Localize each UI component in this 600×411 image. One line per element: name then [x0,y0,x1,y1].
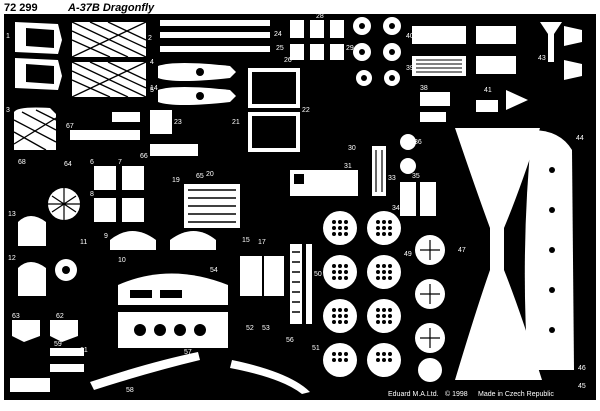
part-label: 17 [258,239,266,246]
part-label: 4 [150,59,154,66]
part-label: 59 [54,341,62,348]
part-label: 25 [276,45,284,52]
left-round-parts [18,188,80,296]
part-label: 62 [56,313,64,320]
part-label: 42 [574,35,582,42]
part-1-pair [15,22,62,90]
part-label: 12 [8,255,16,262]
part-label: 33 [388,175,396,182]
part-label: 9 [104,233,108,240]
part-label: 22 [302,107,310,114]
bottom-left-tabs [10,320,78,392]
part-label: 14 [150,85,158,92]
part-label: 56 [286,337,294,344]
misc-mid-parts [70,92,498,174]
instrument-panel [118,273,228,348]
part-label: 52 [246,325,254,332]
part-label: 41 [484,87,492,94]
seat-parts [94,166,216,250]
catalog-number: 72 299 [4,2,38,14]
curved-strips [50,348,310,394]
part-label: 23 [174,119,182,126]
instrument-strips [412,26,516,76]
strip-parts [160,20,270,52]
part-label: 24 [274,31,282,38]
part-label: 55 [216,325,224,332]
part-label: 46 [578,365,586,372]
part-label: 30 [348,145,356,152]
part-label: 54 [210,267,218,274]
grille-parts [372,146,436,216]
vertical-bars [240,244,312,324]
part-label: 34 [392,205,400,212]
part-label: 39 [406,65,414,72]
part-label: 36 [414,139,422,146]
part-label: 45 [578,383,586,390]
panel-frames [248,68,300,152]
part-label: 67 [66,123,74,130]
part-label: 2 [148,35,152,42]
tall-curved-part [524,130,574,370]
side-console [184,184,240,228]
part-label: 28 [316,13,324,20]
part-label: 6 [90,159,94,166]
small-bracket-parts [290,20,344,60]
copyright-label: © 1998 [445,390,468,398]
y-brackets [506,22,582,110]
part-label: 68 [18,159,26,166]
panel-31 [290,170,358,196]
part-label: 21 [232,119,240,126]
part-label: 15 [242,237,250,244]
part-label: 11 [80,239,87,246]
part-label: 61 [80,347,88,354]
part-label: 3 [6,107,10,114]
part-label: 26 [284,57,292,64]
part-label: 19 [172,177,180,184]
wheel-hubs [353,17,401,86]
part-label: 8 [90,191,94,198]
part-label: 31 [344,163,352,170]
part-label: 51 [312,345,320,352]
part-label: 43 [538,55,546,62]
canopy-frame-part [455,128,542,380]
part-label: 13 [8,211,16,218]
sheet-title: A-37B Dragonfly [67,2,155,14]
part-label: 38 [420,85,428,92]
part-label: 49 [404,251,412,258]
part-label: 7 [118,159,122,166]
part-label: 35 [412,173,420,180]
part-label: 10 [118,257,126,264]
origin-label: Made in Czech Republic [478,391,554,398]
part-label: 57 [184,349,192,356]
part-label: 66 [140,153,148,160]
part-label: 44 [576,135,584,142]
part-label: 50 [314,271,322,278]
part-label: 29 [346,45,354,52]
part-label: 1 [6,33,10,40]
part-label: 60 [10,383,18,390]
part-label: 20 [206,171,214,178]
part-label: 40 [406,33,414,40]
control-surfaces [158,63,236,105]
part-label: 63 [12,313,20,320]
part-label: 5 [150,87,154,94]
part-label: 53 [262,325,270,332]
part-label: 64 [64,161,72,168]
part-label: 65 [196,173,204,180]
part-label: 58 [126,387,134,394]
maker-label: Eduard M.A.Ltd. [388,391,439,398]
mesh-panels [71,21,147,98]
part-label: 16 [226,223,234,230]
part-label: 47 [458,247,466,254]
part-number-labels: 1 2 3 4 5 6 7 8 9 10 11 12 13 14 15 16 1… [6,13,586,394]
mesh-shell [13,107,57,151]
perforated-discs [323,211,445,382]
